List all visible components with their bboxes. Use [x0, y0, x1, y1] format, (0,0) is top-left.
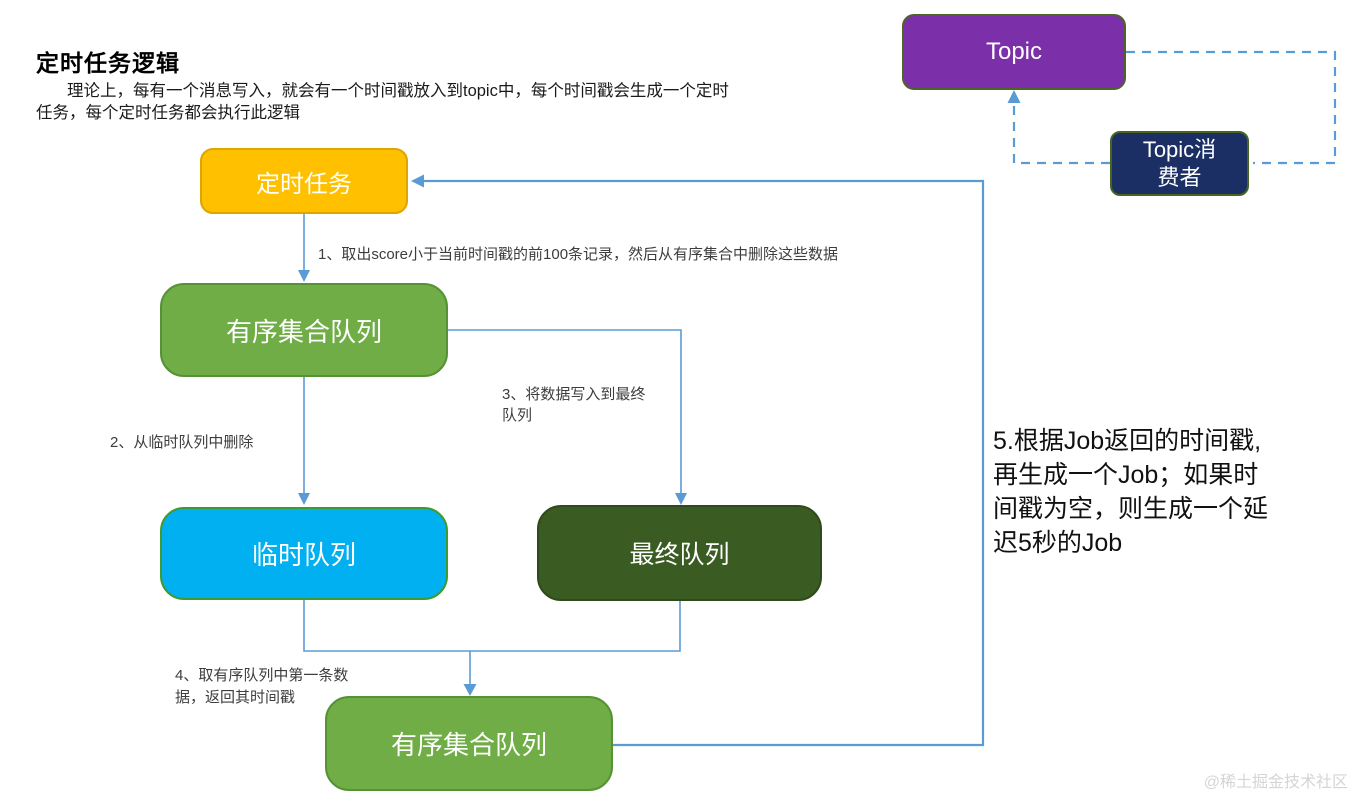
- loop-connector-line: [420, 179, 985, 747]
- node-sorted-set-queue-top-label: 有序集合队列: [225, 316, 382, 347]
- consumer-label-line-1: Topic消: [1142, 136, 1217, 162]
- consumer-to-topic-arrowhead-up: [1007, 90, 1021, 103]
- node-sorted-set-queue-top: 有序集合队列: [160, 283, 448, 377]
- watermark: @稀土掘金技术社区: [1203, 774, 1348, 791]
- node-topic-consumer: Topic消 费者: [1110, 131, 1249, 196]
- step1-arrowhead-down: [298, 270, 310, 282]
- step2-arrowhead-down: [298, 493, 310, 505]
- annotation-step3-line-2: 队列: [502, 407, 533, 424]
- consumer-label-line-2: 费者: [1157, 164, 1202, 190]
- annotation-step4-line-1: 4、取有序队列中第一条数: [175, 667, 349, 684]
- node-timer-task-label: 定时任务: [256, 170, 352, 198]
- node-sorted-set-queue-bottom: 有序集合队列: [325, 696, 613, 791]
- step4-arrowhead-down: [463, 684, 477, 696]
- node-final-queue: 最终队列: [537, 505, 822, 601]
- node-temp-queue: 临时队列: [160, 507, 448, 600]
- subtitle-line-1: 理论上，每有一个消息写入，就会有一个时间戳放入到topic中，每个时间戳会生成一…: [67, 82, 729, 100]
- consumer-to-topic-dashed-line: [1012, 100, 1110, 165]
- annotation-step1: 1、取出score小于当前时间戳的前100条记录，然后从有序集合中删除这些数据: [318, 246, 839, 263]
- loop-arrowhead-left: [411, 174, 424, 188]
- step3-arrowhead-down: [675, 493, 687, 505]
- node-topic-consumer-label: Topic消 费者: [1143, 136, 1216, 192]
- annotation-step5-line-1: 5.根据Job返回的时间戳,: [993, 427, 1262, 455]
- subtitle-line-2: 任务，每个定时任务都会执行此逻辑: [36, 104, 300, 122]
- node-temp-queue-label: 临时队列: [251, 540, 356, 570]
- node-topic-label: Topic: [985, 38, 1043, 65]
- node-timer-task: 定时任务: [200, 148, 408, 214]
- node-final-queue-label: 最终队列: [629, 541, 730, 569]
- annotation-step3-line-1: 3、将数据写入到最终: [502, 386, 646, 403]
- annotation-step2: 2、从临时队列中删除: [110, 434, 254, 451]
- page-title: 定时任务逻辑: [36, 50, 180, 76]
- step4-junction-line: [303, 600, 681, 652]
- annotation-step5-line-3: 间戳为空，则生成一个延: [993, 495, 1269, 523]
- annotation-step4: 4、取有序队列中第一条数 据，返回其时间戳: [175, 665, 348, 709]
- annotation-step5-line-2: 再生成一个Job；如果时: [993, 461, 1259, 489]
- annotation-step5: 5.根据Job返回的时间戳, 再生成一个Job；如果时 间戳为空，则生成一个延 …: [993, 424, 1268, 560]
- annotation-step4-line-2: 据，返回其时间戳: [175, 689, 296, 706]
- annotation-step3: 3、将数据写入到最终 队列: [502, 384, 645, 426]
- annotation-step5-line-4: 迟5秒的Job: [993, 529, 1123, 557]
- node-sorted-set-queue-bottom-label: 有序集合队列: [390, 730, 547, 760]
- node-topic: Topic: [902, 14, 1126, 90]
